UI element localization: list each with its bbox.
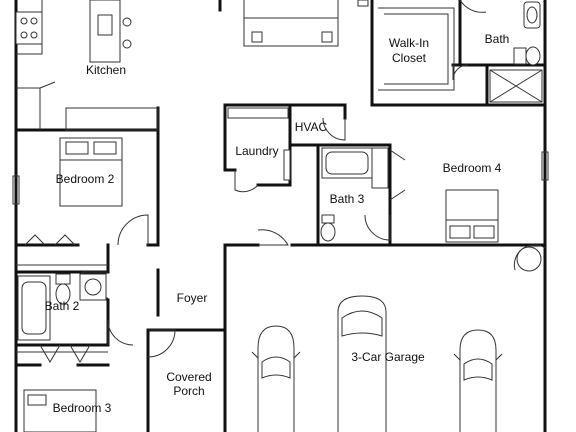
bedroom2-bed xyxy=(59,137,123,207)
closet-shelving xyxy=(378,7,455,91)
garage-fixtures xyxy=(516,246,542,272)
door-master-bath xyxy=(459,0,487,13)
car-1 xyxy=(251,325,301,432)
bedroom3-fixtures xyxy=(16,344,108,432)
car-2 xyxy=(337,295,387,432)
laundry-fixtures xyxy=(227,107,291,181)
kitchen-fixtures xyxy=(15,0,159,131)
door-bath3 xyxy=(364,214,391,241)
doors xyxy=(81,0,546,358)
door-bedroom3 xyxy=(107,319,134,346)
label-bath-3: Bath 3 xyxy=(330,192,365,206)
label-garage: 3-Car Garage xyxy=(351,350,425,364)
label-bedroom-2: Bedroom 2 xyxy=(56,172,115,186)
label-laundry: Laundry xyxy=(235,144,278,158)
bath3-fixtures xyxy=(320,147,389,242)
bedroom4-bed xyxy=(12,151,549,243)
kitchen-island xyxy=(89,0,121,63)
cooktop xyxy=(15,11,43,45)
label-foyer: Foyer xyxy=(177,291,208,305)
door-hvac xyxy=(322,117,346,141)
car-3 xyxy=(453,329,503,432)
door-closet xyxy=(452,64,469,81)
label-kitchen: Kitchen xyxy=(86,63,126,77)
door-foyer-garage xyxy=(257,229,289,246)
label-bedroom-4: Bedroom 4 xyxy=(443,161,502,175)
bath2-fixtures xyxy=(17,273,107,341)
door-porch xyxy=(147,329,176,358)
door-bedroom4-a xyxy=(389,149,406,161)
label-bedroom-3: Bedroom 3 xyxy=(53,401,112,415)
sofa-fixture xyxy=(243,0,369,47)
label-bath: Bath xyxy=(485,32,510,46)
label-hvac: HVAC xyxy=(295,120,328,134)
bedroom2-closet xyxy=(16,234,108,266)
door-bedroom4-b xyxy=(389,189,406,201)
door-laundry xyxy=(234,170,259,193)
door-bedroom2 xyxy=(117,214,149,246)
label-bath-2: Bath 2 xyxy=(45,299,80,313)
master-bath-fixtures xyxy=(489,1,543,103)
